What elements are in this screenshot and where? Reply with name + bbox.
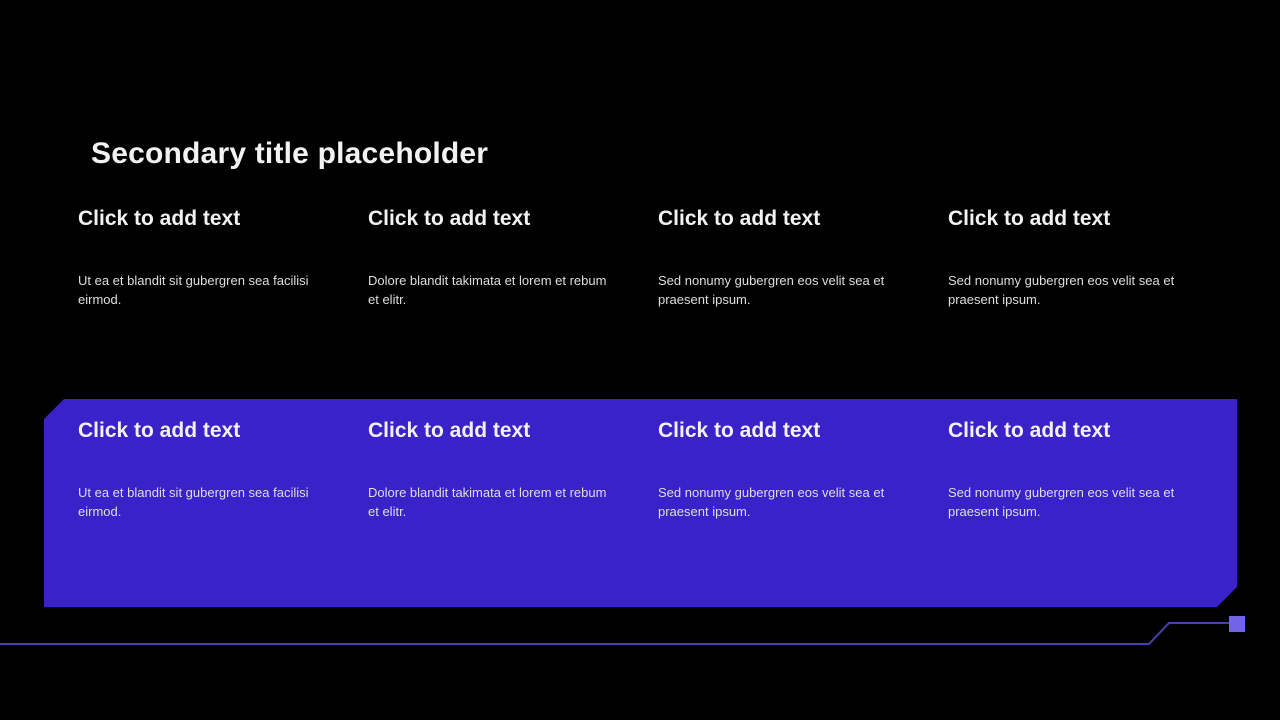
placeholder-heading[interactable]: Click to add text bbox=[78, 207, 241, 230]
band-text-placeholder-3[interactable]: Click to add text Sed nonumy gubergren e… bbox=[658, 418, 908, 521]
accent-band-shape bbox=[44, 399, 1237, 607]
band-text-placeholder-4[interactable]: Click to add text Sed nonumy gubergren e… bbox=[948, 418, 1198, 521]
secondary-title-placeholder[interactable]: Secondary title placeholder bbox=[91, 137, 489, 170]
top-text-placeholder-3[interactable]: Click to add text Sed nonumy gubergren e… bbox=[658, 206, 908, 309]
band-text-placeholder-1[interactable]: Click to add text Ut ea et blandit sit g… bbox=[78, 418, 328, 521]
top-text-placeholder-1[interactable]: Click to add text Ut ea et blandit sit g… bbox=[78, 206, 328, 309]
footer-square-marker bbox=[1229, 616, 1245, 632]
placeholder-heading[interactable]: Click to add text bbox=[948, 419, 1111, 442]
placeholder-body[interactable]: Dolore blandit takimata et lorem et rebu… bbox=[368, 485, 607, 519]
footer-line bbox=[0, 622, 1229, 645]
placeholder-body[interactable]: Dolore blandit takimata et lorem et rebu… bbox=[368, 273, 607, 307]
placeholder-heading[interactable]: Click to add text bbox=[658, 207, 821, 230]
placeholder-body[interactable]: Ut ea et blandit sit gubergren sea facil… bbox=[78, 485, 309, 519]
placeholder-body[interactable]: Sed nonumy gubergren eos velit sea et pr… bbox=[948, 273, 1175, 307]
placeholder-heading[interactable]: Click to add text bbox=[368, 419, 531, 442]
band-placeholder-row: Click to add text Ut ea et blandit sit g… bbox=[78, 418, 1238, 521]
top-text-placeholder-4[interactable]: Click to add text Sed nonumy gubergren e… bbox=[948, 206, 1198, 309]
placeholder-body[interactable]: Sed nonumy gubergren eos velit sea et pr… bbox=[948, 485, 1175, 519]
placeholder-body[interactable]: Sed nonumy gubergren eos velit sea et pr… bbox=[658, 485, 885, 519]
placeholder-body[interactable]: Sed nonumy gubergren eos velit sea et pr… bbox=[658, 273, 885, 307]
placeholder-heading[interactable]: Click to add text bbox=[948, 207, 1111, 230]
placeholder-heading[interactable]: Click to add text bbox=[658, 419, 821, 442]
placeholder-body[interactable]: Ut ea et blandit sit gubergren sea facil… bbox=[78, 273, 309, 307]
band-text-placeholder-2[interactable]: Click to add text Dolore blandit takimat… bbox=[368, 418, 618, 521]
placeholder-heading[interactable]: Click to add text bbox=[368, 207, 531, 230]
top-placeholder-row: Click to add text Ut ea et blandit sit g… bbox=[78, 206, 1238, 309]
placeholder-heading[interactable]: Click to add text bbox=[78, 419, 241, 442]
top-text-placeholder-2[interactable]: Click to add text Dolore blandit takimat… bbox=[368, 206, 618, 309]
